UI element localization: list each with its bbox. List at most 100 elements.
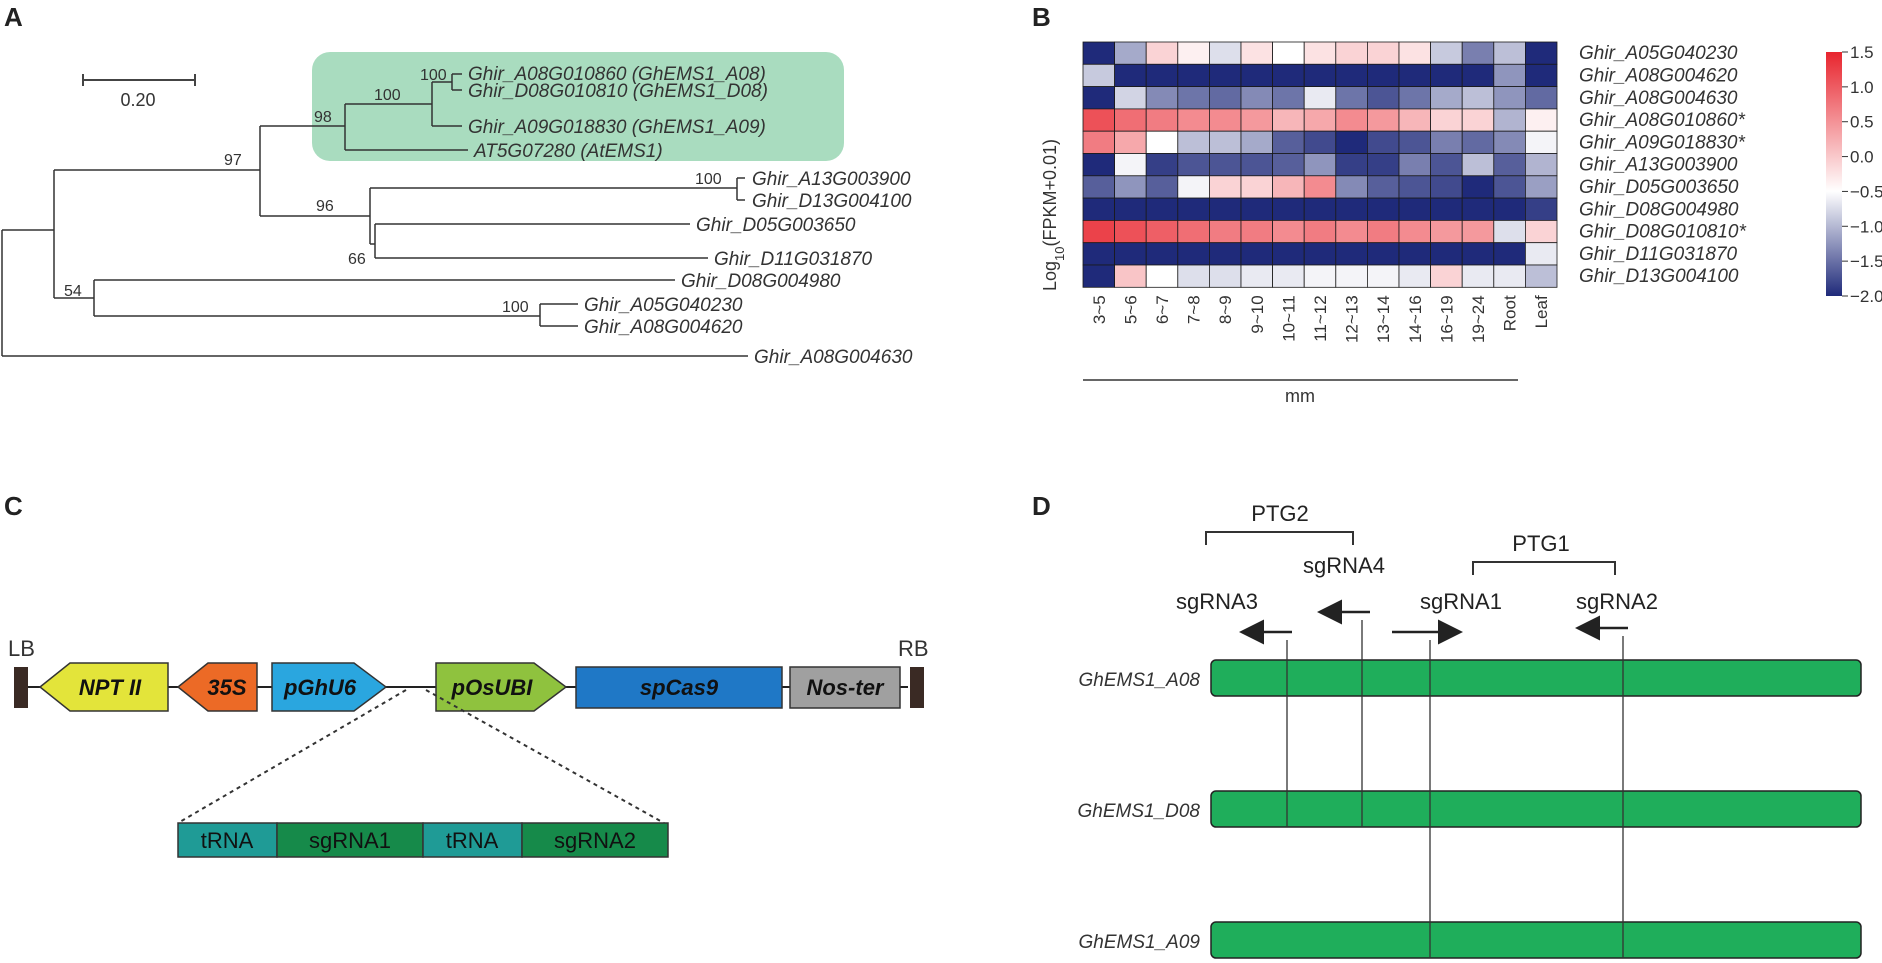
heatmap-cell [1240, 41, 1274, 65]
heatmap-cell [1209, 41, 1242, 65]
heatmap-cell [1082, 108, 1116, 132]
heatmap-cell [1082, 130, 1116, 154]
heatmap-cell [1367, 153, 1400, 177]
heatmap-cell [1303, 63, 1337, 88]
colorbar-tick-label: 1.0 [1850, 78, 1874, 97]
heatmap-cell [1082, 41, 1116, 65]
heatmap-cell [1240, 153, 1274, 177]
tip-label: Ghir_D13G004100 [752, 191, 912, 212]
npt-ii-element [38, 662, 169, 712]
heatmap-cell [1461, 63, 1495, 88]
heatmap-cell [1177, 175, 1210, 199]
heatmap-cell [1430, 86, 1463, 110]
heatmap-cell [1367, 219, 1400, 244]
heatmap-cell [1145, 86, 1179, 110]
lb-label: LB [8, 636, 35, 661]
heatmap-cell [1398, 264, 1432, 288]
heatmap-cell [1240, 219, 1274, 244]
heatmap-cell [1177, 86, 1210, 110]
heatmap-cell [1209, 108, 1242, 132]
gene-bar-a09 [1210, 921, 1862, 959]
heatmap-cell [1430, 130, 1463, 154]
heatmap-cells [1082, 41, 1558, 288]
colorbar [1826, 52, 1842, 296]
heatmap-cell [1493, 153, 1526, 177]
heatmap-row-label: Ghir_D11G031870 [1579, 244, 1738, 265]
tree-branches [1, 73, 748, 357]
heatmap-cell [1303, 41, 1337, 65]
heatmap-cell [1303, 153, 1337, 177]
heatmap-cell [1493, 197, 1526, 221]
heatmap-cell [1525, 175, 1558, 199]
heatmap-cell [1335, 264, 1368, 288]
heatmap-column-label: 12~13 [1343, 295, 1362, 343]
heatmap-cell [1430, 153, 1463, 177]
heatmap-cell [1209, 242, 1242, 266]
heatmap-cell [1240, 197, 1274, 221]
heatmap-cell [1461, 153, 1495, 177]
heatmap-cell [1367, 86, 1400, 110]
heatmap-column-label: 19~24 [1469, 295, 1488, 343]
heatmap-cell [1177, 219, 1210, 244]
panel-c: C LB RB NPT II 35S pGhU6 pOsUBI spCas9 N… [4, 491, 929, 858]
colorbar-tick-label: −1.0 [1850, 217, 1882, 236]
heatmap-row-labels: Ghir_A05G040230Ghir_A08G004620Ghir_A08G0… [1579, 43, 1746, 287]
ptg-brackets [1205, 531, 1616, 575]
heatmap-cell [1272, 63, 1305, 88]
panel-a-label: A [4, 2, 23, 32]
heatmap-cell [1493, 130, 1526, 154]
heatmap-cell [1398, 242, 1432, 266]
heatmap-row-label: Ghir_A13G003900 [1579, 155, 1738, 176]
heatmap-cell [1209, 86, 1242, 110]
heatmap-column-label: 7~8 [1185, 295, 1204, 324]
heatmap-cell [1398, 63, 1432, 88]
heatmap-cell [1209, 264, 1242, 288]
cassette-label: sgRNA2 [554, 828, 636, 853]
bootstrap-values: 100 100 98 97 100 96 66 54 100 [64, 67, 722, 316]
heatmap-cell [1398, 175, 1432, 199]
bootstrap-label: 100 [502, 299, 529, 316]
heatmap-cell [1177, 242, 1210, 266]
heatmap-row-label: Ghir_A08G010860* [1579, 110, 1745, 131]
gene-label-a09: GhEMS1_A09 [1079, 932, 1201, 953]
heatmap-cell [1430, 108, 1463, 132]
heatmap-cell [1145, 264, 1179, 288]
panel-a: A 0.20 [1, 2, 913, 368]
heatmap-column-label: 16~19 [1437, 295, 1456, 343]
heatmap-cell [1367, 242, 1400, 266]
bootstrap-label: 100 [695, 171, 722, 188]
bootstrap-label: 100 [374, 87, 401, 104]
element-label: pOsUBI [451, 675, 534, 700]
heatmap-cell [1335, 86, 1368, 110]
heatmap-cell [1335, 130, 1368, 154]
heatmap-cell [1272, 197, 1305, 221]
heatmap-ylabel: Log10(FPKM+0.01) [1040, 139, 1067, 291]
tip-label: Ghir_A13G003900 [752, 169, 911, 190]
35s-promoter-element [176, 662, 258, 712]
heatmap-cell [1335, 197, 1368, 221]
heatmap-cell [1525, 197, 1558, 221]
target-site-lines [1286, 620, 1624, 958]
cassette-label: tRNA [201, 828, 254, 853]
heatmap-cell [1240, 242, 1274, 266]
heatmap-cell [1272, 175, 1305, 199]
heatmap-cell [1303, 219, 1337, 244]
heatmap-cell [1367, 175, 1400, 199]
tip-label: Ghir_D05G003650 [696, 215, 856, 236]
heatmap-cell [1367, 130, 1400, 154]
tip-label: Ghir_A08G004630 [754, 347, 913, 368]
heatmap-cell [1145, 63, 1179, 88]
heatmap-cell [1493, 175, 1526, 199]
colorbar-tick-label: −1.5 [1850, 252, 1882, 271]
heatmap-cell [1335, 41, 1368, 65]
heatmap-cell [1114, 175, 1147, 199]
right-border [910, 667, 924, 708]
heatmap-cell [1430, 175, 1463, 199]
heatmap-column-label: Root [1501, 295, 1520, 331]
heatmap-cell [1430, 63, 1463, 88]
heatmap-cell [1114, 108, 1147, 132]
heatmap-cell [1461, 175, 1495, 199]
heatmap-cell [1525, 219, 1558, 244]
